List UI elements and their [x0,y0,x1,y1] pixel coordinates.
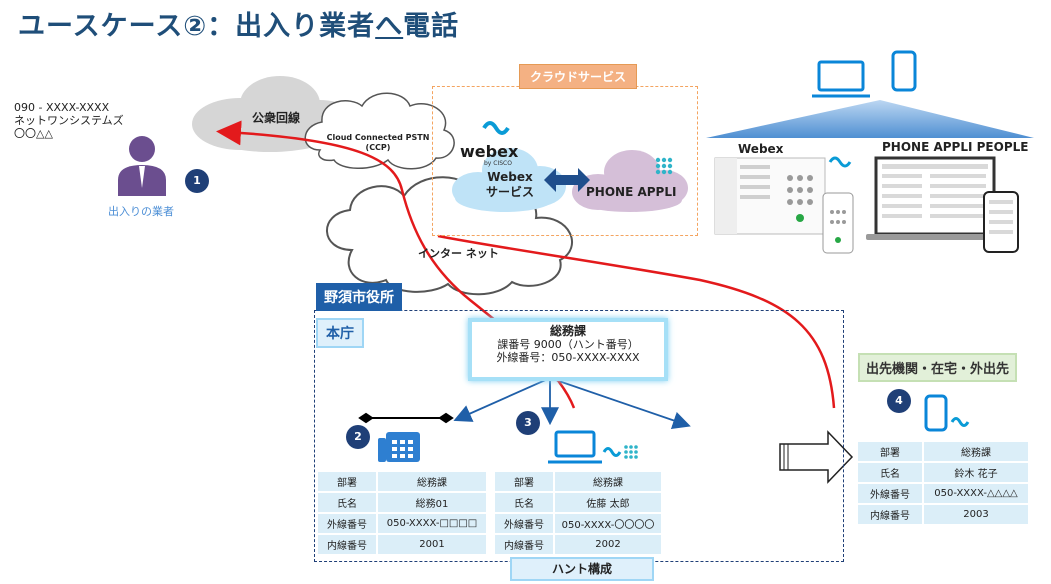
table-value: 2002 [555,535,661,554]
cloud-service-tag: クラウドサービス [519,64,638,89]
hunt-label: ハント構成 [510,557,654,581]
webex-service-line2: サービス [485,185,534,199]
caller-company: ネットワンシステムズ [14,114,124,127]
ccp-label: Cloud Connected PSTN (CCP) [318,133,438,153]
caller-label: 出入りの業者 [108,205,174,218]
cloud-service-area [432,86,698,236]
table-row: 部署総務課 [495,472,661,491]
sync-arrow [544,168,590,192]
remote-label: 出先機関・在宅・外出先 [858,353,1018,382]
step-2-badge: 2 [346,425,370,449]
table-value: 総務課 [924,442,1028,461]
webex-logo-icon [482,121,510,135]
title-prefix: ユースケース②：出入り業者 [18,11,376,42]
table-value: 050-XXXX-〇〇〇〇 [555,514,661,533]
city-badge: 野須市役所 [316,283,402,311]
webex-service-label: Webex サービス [482,170,538,200]
table-key: 部署 [495,472,553,491]
caller-name: 〇〇△△ [14,127,53,140]
phone-connector-line [358,412,454,424]
soumu-box: 総務課 課番号 9000（ハント番号） 外線番号：050-XXXX-XXXX [468,318,668,381]
webex-client-screens [714,157,854,254]
table-value: 総務課 [555,472,661,491]
step-3-badge: 3 [516,411,540,435]
public-line-label: 公衆回線 [252,111,301,125]
internet-label: インター ネット [418,247,499,260]
ccp-label-line2: (CCP) [365,143,391,152]
table-key: 氏名 [495,493,553,512]
ccp-label-line1: Cloud Connected PSTN [326,133,430,142]
table-key: 部署 [858,442,922,461]
table-value: 050-XXXX-△△△△ [924,484,1028,503]
title-underlined: へ [375,11,404,42]
table-row: 部署総務課 [858,442,1028,461]
step-1-badge: 1 [185,169,209,193]
table-value: 鈴木 花子 [924,463,1028,482]
pc-webex-logo-icon [602,447,622,457]
page-title: ユースケース②：出入り業者へ電話 [18,4,459,43]
caller-phone: 090 - XXXX-XXXX [14,101,110,114]
webex-client-label: Webex [738,142,784,156]
table-value: 佐藤 太郎 [555,493,661,512]
table-key: 外線番号 [858,484,922,503]
laptop-top-icon [812,60,870,98]
soumu-line2: 外線番号：050-XXXX-XXXX [496,351,640,364]
table-key: 外線番号 [495,514,553,533]
table-value: 2001 [378,535,486,554]
ccp-cloud [304,92,455,170]
table-row: 氏名鈴木 花子 [858,463,1028,482]
webex-small-logo-icon [828,156,852,168]
table-key: 部署 [318,472,376,491]
table-row: 部署総務課 [318,472,486,491]
phone-appli-label: PHONE APPLI [586,185,677,199]
pc-phone-appli-dots-icon [624,445,638,459]
table-key: 外線番号 [318,514,376,533]
phone-appli-client-screens [866,156,1019,253]
table-value: 総務01 [378,493,486,512]
phone-appli-cloud [572,150,688,212]
table-key: 氏名 [318,493,376,512]
webex-service-cloud [452,148,566,212]
fan-shape [706,100,1034,138]
smartphone-top-icon [891,50,917,92]
remote-webex-logo-icon [950,417,970,427]
office-badge: 本庁 [316,318,364,348]
table-row: 氏名総務01 [318,493,486,512]
person-icon [118,136,166,196]
table-value: 2003 [924,505,1028,524]
title-suffix: 電話 [403,11,460,42]
caller-info: 090 - XXXX-XXXX ネットワンシステムズ 〇〇△△ [14,101,124,140]
table-row: 氏名佐藤 太郎 [495,493,661,512]
table-key: 内線番号 [495,535,553,554]
soumu-line1: 課番号 9000（ハント番号） [497,338,639,351]
soumu-title: 総務課 [549,324,586,338]
step-4-badge: 4 [887,389,911,413]
phone-appli-dots-icon [655,157,673,175]
forward-arrow [779,430,854,484]
webex-service-line1: Webex [487,170,533,184]
webex-logo-text: webex [460,142,519,161]
remote-smartphone-icon [924,394,948,432]
table-key: 内線番号 [858,505,922,524]
table-value: 総務課 [378,472,486,491]
table-key: 内線番号 [318,535,376,554]
table-key: 氏名 [858,463,922,482]
desk-phone-icon [378,432,420,462]
phone-appli-people-label: PHONE APPLI PEOPLE [882,140,1029,154]
webex-by-cisco: by CISCO [484,160,512,167]
pc-laptop-icon [548,430,602,464]
table-value: 050-XXXX-□□□□ [378,514,486,533]
